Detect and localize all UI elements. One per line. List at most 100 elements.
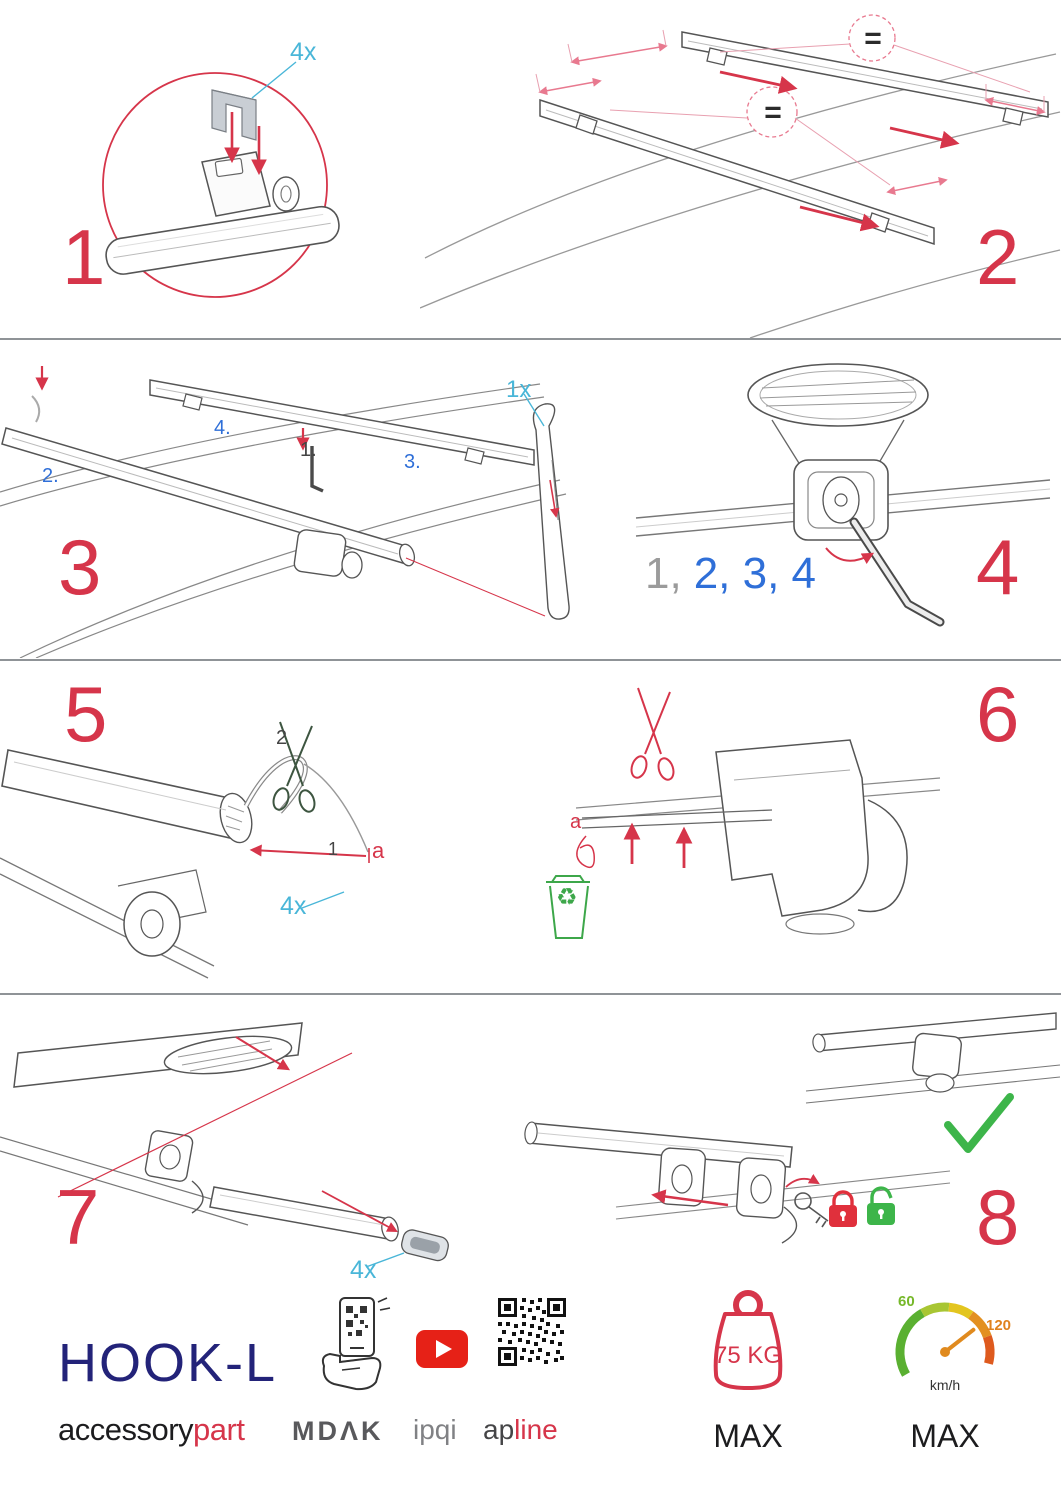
- roof-curve: [420, 111, 1061, 309]
- logo-ipqi: ipqi: [413, 1414, 457, 1445]
- clamp-1: [658, 1147, 706, 1207]
- detail-circle: [102, 72, 328, 298]
- brand-red: part: [193, 1412, 245, 1447]
- step-7-number: 7: [56, 1173, 99, 1261]
- dimension-tick: [535, 29, 1045, 112]
- speedometer-needle: [943, 1327, 976, 1354]
- step-6-label-a: a: [570, 811, 582, 833]
- mounted-bar-detail: [805, 1012, 1061, 1104]
- dimension-arrow: [886, 177, 948, 195]
- section-divider-2: [0, 659, 1061, 661]
- crossbar-front: [539, 98, 935, 246]
- dimension-arrow: [570, 42, 668, 66]
- step-3-label-2: 2.: [42, 465, 59, 487]
- step-5-qty-label: 4x: [280, 892, 307, 920]
- qty-leader-line: [251, 61, 297, 99]
- dimension-leader: [609, 43, 1031, 186]
- phone-scan-icon: [321, 1297, 391, 1391]
- max-weight-value: 75 KG: [713, 1342, 783, 1369]
- tighten-arrow: [825, 547, 875, 564]
- equal-spacing-symbol: =: [764, 96, 782, 129]
- hook-clamp: [144, 1130, 204, 1214]
- crossbar-end: [1, 749, 253, 844]
- max-speed-label: MAX: [910, 1418, 980, 1454]
- max-weight-label: MAX: [713, 1418, 783, 1454]
- roof-rail: [0, 857, 215, 979]
- clamp-body: [201, 151, 300, 217]
- guide-line: [57, 1052, 353, 1198]
- insert-arrow: [235, 1036, 291, 1071]
- step-2-illustration: [420, 14, 1061, 338]
- step-1-qty-label: 4x: [290, 38, 317, 66]
- recycle-icon: ♻: [556, 884, 578, 911]
- slide-arrow: [889, 126, 960, 149]
- crossbar: [524, 1121, 793, 1168]
- brand-wordmark: accessorypart: [58, 1412, 245, 1447]
- scissors-icon: [630, 687, 675, 781]
- checkmark-icon: [944, 1093, 1014, 1153]
- tension-strap-tool: [532, 403, 570, 620]
- dimension-arrow: [984, 97, 1046, 115]
- step-4-number: 4: [976, 523, 1019, 611]
- step-7-qty-label: 4x: [350, 1256, 377, 1284]
- roof-curve: [749, 249, 1061, 338]
- strap-line: [581, 809, 773, 829]
- step-5-label-2: 2: [276, 727, 288, 749]
- strap-loop-inner: [244, 756, 307, 813]
- step-3-qty-label: 1x: [506, 376, 532, 403]
- sequence-rest: 2, 3, 4: [693, 549, 817, 598]
- allen-key-icon: [310, 446, 324, 493]
- strap-tail: [303, 763, 369, 853]
- step-3-label-4: 4.: [214, 417, 231, 439]
- cap-arrow: [321, 1190, 398, 1233]
- clamp-knob: [117, 869, 207, 957]
- step-5-label-1: 1: [328, 839, 339, 859]
- bar-end-profile: [747, 363, 929, 469]
- rotate-hint: [31, 395, 41, 423]
- slide-arrow: [651, 1189, 729, 1207]
- step-6-number: 6: [976, 670, 1019, 758]
- step-8-illustration: [524, 1012, 1061, 1244]
- step-8-number: 8: [976, 1173, 1019, 1261]
- qty-leader-line: [523, 393, 545, 427]
- step-5-number: 5: [64, 670, 107, 758]
- step-3-label-3: 3.: [404, 451, 421, 473]
- tighten-sequence: 1,2, 3, 4: [645, 552, 816, 596]
- qty-leader-line: [365, 1252, 405, 1268]
- apline-red: line: [514, 1414, 558, 1445]
- pull-arrow: [249, 844, 367, 857]
- slide-arrow: [799, 205, 880, 232]
- section-divider-1: [0, 338, 1061, 340]
- roof-rail: [19, 479, 567, 658]
- discard-strap-curl: [576, 835, 595, 869]
- step-3-illustration: [0, 366, 570, 658]
- pointer-line: [405, 557, 546, 617]
- crossbar: [105, 205, 340, 275]
- step-1-illustration: [102, 61, 340, 298]
- step-7-illustration: [0, 1022, 449, 1268]
- speed-low-label: 60: [898, 1293, 915, 1310]
- step-5-illustration: [0, 721, 370, 979]
- step-3-number: 3: [58, 523, 101, 611]
- section-divider-3: [0, 993, 1061, 995]
- step-2-number: 2: [976, 213, 1019, 301]
- qty-leader-line: [301, 891, 345, 909]
- locked-padlock-icon: [829, 1190, 857, 1227]
- equal-spacing-circle: [746, 86, 798, 138]
- brand-black: accessory: [58, 1412, 194, 1447]
- roof-rail: [0, 1136, 253, 1226]
- logo-mdak: MDΛK: [292, 1416, 384, 1446]
- speed-unit-label: km/h: [929, 1377, 961, 1393]
- clamp-2-hook: [735, 1157, 798, 1244]
- unlocked-padlock-icon: [867, 1186, 895, 1225]
- dimension-arrow: [538, 77, 602, 96]
- equal-spacing-symbol: =: [864, 22, 882, 55]
- step-6-illustration: [546, 687, 941, 939]
- sequence-first: 1,: [645, 549, 682, 598]
- step-5-label-a: a: [372, 838, 385, 863]
- clip-part: [211, 89, 257, 141]
- speed-high-label: 120: [986, 1317, 1012, 1334]
- key-icon: [794, 1192, 829, 1228]
- max-weight-icon: [713, 1290, 783, 1390]
